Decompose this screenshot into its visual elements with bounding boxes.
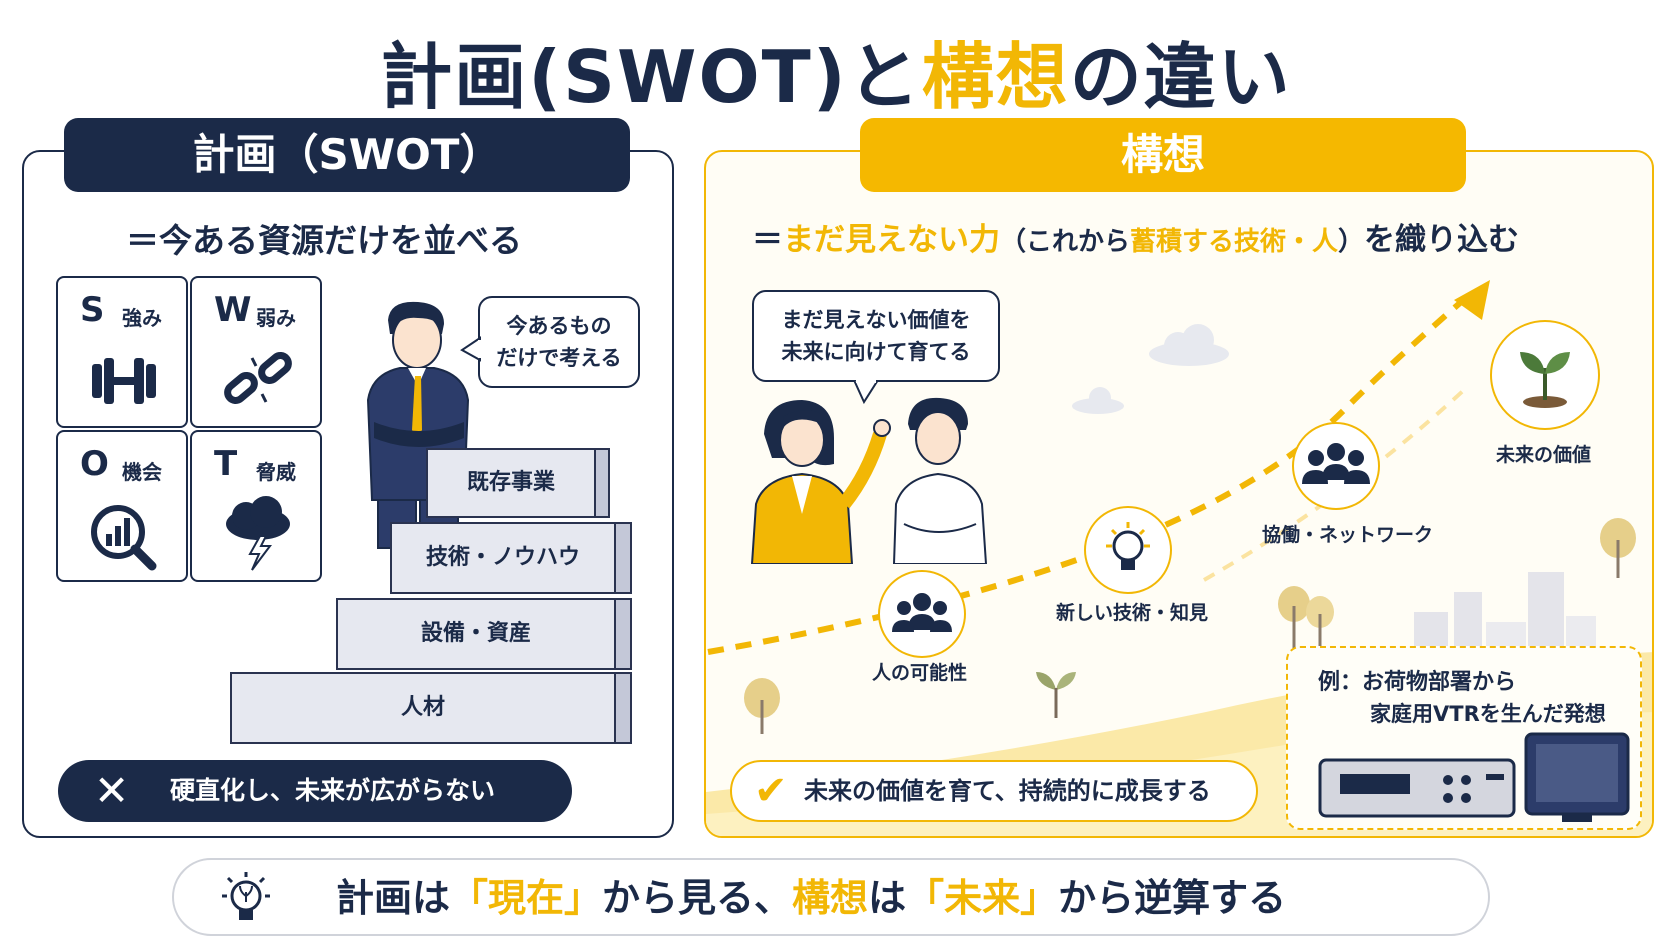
check-icon: ✔ [754, 768, 788, 814]
businessman-illustration [366, 301, 470, 549]
example-line-2: 家庭用VTRを生んだ発想 [1370, 702, 1606, 726]
group-icon [1302, 443, 1370, 484]
summary-part: は [868, 876, 907, 920]
summary-part: 計画は [336, 876, 451, 920]
summary-text: 計画は「現在」から見る、構想は「未来」から逆算する [336, 860, 1286, 936]
bubble-line: 今あるもの [506, 314, 612, 338]
tree-icon [1600, 518, 1636, 578]
tree-icon [1278, 586, 1334, 652]
swot-letter: W [214, 290, 252, 330]
people-illustration [750, 397, 988, 564]
step-existing-business: 既存事業 [426, 448, 596, 518]
milestone-future-circle [1490, 320, 1600, 430]
step-equipment-assets: 設備・資産 [336, 598, 616, 670]
cloud-icon [1072, 387, 1124, 414]
vision-header: 構想 [860, 118, 1466, 192]
example-box: 例：お荷物部署から 家庭用VTRを生んだ発想 [1286, 646, 1642, 830]
bubble-line: だけで考える [496, 346, 622, 370]
plan-speech-bubble: 今あるもの だけで考える [478, 296, 640, 388]
step-side [614, 522, 632, 594]
milestone-people-label: 人の可能性 [872, 662, 968, 684]
lightbulb-icon [1106, 522, 1150, 570]
summary-part: から見る、 [602, 876, 793, 920]
cloud-icon [1149, 324, 1229, 366]
dumbbell-icon [92, 358, 156, 404]
milestone-technology-label: 新しい技術・知見 [1056, 602, 1209, 624]
swot-letter: O [80, 444, 109, 484]
seedling-icon [1036, 672, 1076, 718]
milestone-network-label: 協働・ネットワーク [1262, 524, 1434, 546]
step-side [614, 598, 632, 670]
milestone-people-circle [878, 570, 966, 658]
summary-part-highlight: 「未来」 [906, 876, 1059, 920]
subtitle-highlight-2: 蓄積する技術・人 [1130, 227, 1339, 257]
vision-speech-bubble: まだ見えない価値を 未来に向けて育てる [752, 290, 1000, 382]
swot-letter: T [214, 444, 238, 484]
subtitle-paren-open: （これから [1000, 227, 1131, 257]
bubble-tail [852, 380, 880, 404]
plan-subtitle: ＝今ある資源だけを並べる [126, 221, 522, 260]
step-human-resources: 人材 [230, 672, 616, 744]
broken-chain-icon [224, 352, 292, 404]
cross-icon: ✕ [94, 766, 130, 815]
summary-part-highlight: 「現在」 [450, 876, 603, 920]
step-side [594, 448, 610, 518]
swot-threat-cell: T 脅威 [190, 430, 322, 582]
summary-part: から逆算する [1058, 876, 1287, 920]
vision-conclusion-text: 未来の価値を育て、持続的に成長する [804, 777, 1211, 805]
milestone-network-circle [1292, 422, 1380, 510]
bubble-line: まだ見えない価値を [781, 308, 971, 332]
storm-cloud-icon [226, 496, 290, 571]
title-part-1: 計画(SWOT)と [380, 35, 922, 119]
plan-conclusion-bar: ✕ 硬直化し、未来が広がらない [58, 760, 572, 822]
vcr-tv-illustration [1318, 732, 1630, 822]
sprout-icon [1520, 352, 1570, 408]
tree-icon [744, 678, 780, 734]
summary-part-highlight: 構想 [792, 876, 869, 920]
milestone-future-label: 未来の価値 [1496, 444, 1592, 466]
swot-word: 強み [122, 306, 162, 330]
example-line-1: 例：お荷物部署から [1318, 670, 1517, 695]
swot-word: 脅威 [256, 460, 296, 484]
swot-word: 機会 [122, 460, 162, 484]
subtitle-eq: ＝ [752, 222, 783, 258]
plan-conclusion-text: 硬直化し、未来が広がらない [170, 776, 496, 805]
people-icon [892, 593, 952, 632]
bubble-tail [460, 336, 482, 362]
plan-header: 計画（SWOT） [64, 118, 630, 192]
magnifier-chart-icon [91, 505, 157, 571]
vision-subtitle: ＝まだ見えない力（これから蓄積する技術・人）を織り込む [752, 214, 1519, 259]
vision-conclusion-bar: ✔ 未来の価値を育て、持続的に成長する [730, 760, 1258, 822]
step-side [614, 672, 632, 744]
subtitle-paren-close: ） [1338, 227, 1365, 257]
milestone-technology-circle [1084, 506, 1172, 594]
lightbulb-icon [222, 872, 270, 920]
swot-letter: S [80, 290, 105, 330]
step-technology-knowhow: 技術・ノウハウ [390, 522, 616, 594]
bubble-line: 未来に向けて育てる [781, 340, 971, 364]
title-part-2: 構想 [921, 35, 1070, 119]
summary-footer: 計画は「現在」から見る、構想は「未来」から逆算する [172, 858, 1490, 936]
title-part-3: の違い [1069, 35, 1292, 119]
subtitle-tail: を織り込む [1364, 222, 1520, 258]
swot-strength-cell: S 強み [56, 276, 188, 428]
subtitle-highlight-1: まだ見えない力 [783, 222, 1000, 258]
swot-weakness-cell: W 弱み [190, 276, 322, 428]
swot-opportunity-cell: O 機会 [56, 430, 188, 582]
page-title: 計画(SWOT)と構想の違い [0, 18, 1672, 123]
swot-word: 弱み [256, 306, 296, 330]
